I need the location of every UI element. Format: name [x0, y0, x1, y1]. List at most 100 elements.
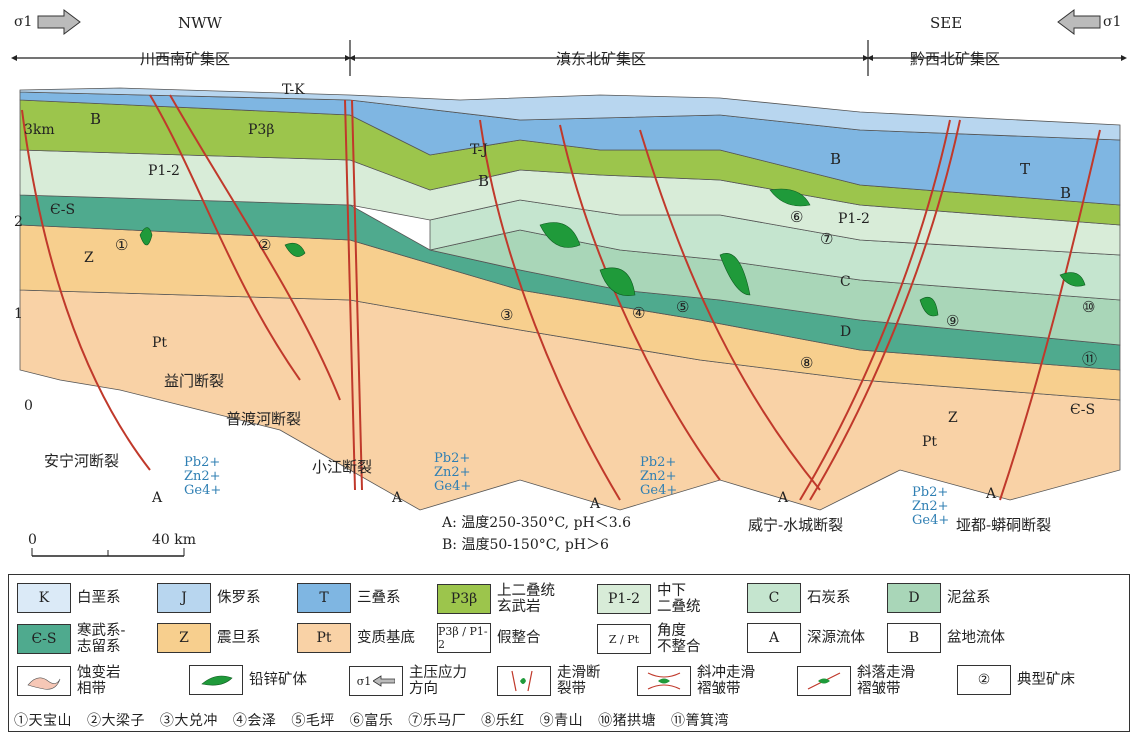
- legend-item-unconformity: Z / Pt 角度 不整合: [597, 623, 701, 655]
- region-extents: [11, 40, 1127, 76]
- legend-item-oblique-normal: 斜落走滑 褶皱带: [797, 665, 915, 697]
- svg-text:σ1: σ1: [1103, 14, 1121, 30]
- direction-left: NWW: [178, 14, 223, 32]
- svg-text:益门断裂: 益门断裂: [164, 372, 224, 390]
- svg-text:垭都-蟒硐断裂: 垭都-蟒硐断裂: [956, 516, 1051, 534]
- svg-text:⑦: ⑦: [820, 230, 833, 248]
- legend-item-t: T 三叠系: [297, 583, 401, 613]
- note-a: A: 温度250-350°C, pH＜3.6: [441, 515, 631, 531]
- deposit-item: ④会泽: [232, 713, 277, 729]
- region-right: 黔西北矿集区: [910, 50, 1000, 68]
- svg-text:B: B: [478, 172, 489, 190]
- legend-item-ore: 铅锌矿体: [189, 665, 307, 695]
- svg-text:Zn2+: Zn2+: [434, 465, 471, 480]
- alteration-swatch: [17, 666, 71, 696]
- svg-text:A: A: [391, 490, 403, 506]
- legend: K 白垩系 J 侏罗系 T 三叠系 P3β 上二叠统 玄武岩 P1-2 中下 二…: [8, 574, 1130, 732]
- deposit-item: ①天宝山: [14, 713, 72, 729]
- svg-text:3km: 3km: [24, 122, 55, 138]
- ore-body: [1059, 272, 1086, 287]
- cross-section: σ1 σ1 NWW SEE 川西南矿集区 滇东北矿集区 黔西北矿集区: [11, 9, 1127, 557]
- ore-swatch: [189, 665, 243, 695]
- legend-item-oblique-thrust: 斜冲走滑 褶皱带: [637, 665, 755, 697]
- ore-body: [284, 242, 306, 257]
- deposit-item: ⑥富乐: [349, 713, 394, 729]
- svg-text:Zn2+: Zn2+: [184, 469, 221, 484]
- unit-labels: B P3β P1-2 Є-S Z Pt T-K T-J B B T B P1-2…: [50, 82, 1095, 450]
- svg-text:小江断裂: 小江断裂: [312, 458, 372, 476]
- svg-text:T-J: T-J: [470, 142, 488, 158]
- svg-text:Pb2+: Pb2+: [184, 455, 220, 470]
- ion-labels: Pb2+ Zn2+ Ge4+ Pb2+ Zn2+ Ge4+ Pb2+ Zn2+ …: [184, 451, 949, 528]
- deposit-item: ⑪箐箕湾: [671, 713, 730, 729]
- deposit-item: ⑤毛坪: [291, 713, 335, 729]
- svg-text:⑨: ⑨: [946, 312, 959, 330]
- deposit-markers: ① ② ③ ④ ⑤ ⑥ ⑦ ⑧ ⑨ ⑩ ⑪: [115, 208, 1097, 372]
- svg-text:Pb2+: Pb2+: [912, 485, 948, 500]
- legend-item-stress: σ1 主压应力 方向: [349, 665, 467, 697]
- deposit-item: ⑧乐红: [481, 713, 525, 729]
- direction-right: SEE: [930, 14, 962, 32]
- note-b: B: 温度50-150°C, pH＞6: [442, 537, 609, 553]
- stress-right: σ1: [1057, 9, 1121, 35]
- ore-body: [719, 253, 751, 296]
- svg-text:D: D: [840, 324, 851, 340]
- svg-text:Pt: Pt: [152, 335, 167, 351]
- svg-text:Pt: Pt: [922, 434, 937, 450]
- svg-text:Є-S: Є-S: [1070, 402, 1095, 418]
- deposit-item: ⑨青山: [539, 713, 584, 729]
- svg-text:①: ①: [115, 236, 128, 254]
- svg-text:Ge4+: Ge4+: [434, 479, 471, 494]
- svg-text:④: ④: [632, 304, 645, 322]
- stress-swatch: σ1: [349, 666, 403, 696]
- svg-text:Ge4+: Ge4+: [912, 513, 949, 528]
- fault-names: 安宁河断裂 益门断裂 普渡河断裂 小江断裂 威宁-水城断裂 垭都-蟒硐断裂: [44, 372, 1051, 534]
- faults: [21, 94, 1101, 501]
- legend-item-deep-fluid: A 深源流体: [747, 623, 865, 653]
- svg-text:③: ③: [500, 306, 513, 324]
- svg-text:Pb2+: Pb2+: [640, 455, 676, 470]
- scale-bar: 0 40 km: [28, 532, 196, 557]
- stress-left: σ1: [14, 9, 81, 35]
- svg-text:P3β: P3β: [248, 122, 274, 138]
- svg-text:⑪: ⑪: [1082, 350, 1097, 368]
- region-left: 川西南矿集区: [140, 50, 230, 68]
- svg-text:Z: Z: [84, 250, 94, 266]
- svg-text:Ge4+: Ge4+: [184, 483, 221, 498]
- legend-item-alteration: 蚀变岩 相带: [17, 665, 121, 697]
- svg-text:0: 0: [28, 532, 37, 548]
- deposit-item: ③大兑冲: [159, 713, 218, 729]
- svg-text:Є-S: Є-S: [50, 202, 75, 218]
- svg-text:⑥: ⑥: [790, 208, 803, 226]
- svg-text:B: B: [1060, 184, 1071, 202]
- svg-text:Ge4+: Ge4+: [640, 483, 677, 498]
- svg-text:1: 1: [14, 306, 23, 322]
- svg-text:σ1: σ1: [14, 14, 32, 30]
- legend-item-disconformity: P3β / P1-2 假整合: [437, 623, 541, 653]
- ore-body: [599, 267, 636, 297]
- svg-text:A: A: [589, 496, 601, 512]
- svg-text:Z: Z: [948, 410, 958, 426]
- svg-text:B: B: [830, 150, 841, 168]
- svg-text:T-K: T-K: [282, 82, 305, 98]
- svg-text:威宁-水城断裂: 威宁-水城断裂: [748, 516, 843, 534]
- svg-text:A: A: [151, 490, 163, 506]
- oblique-thrust-swatch: [637, 666, 691, 696]
- svg-text:P1-2: P1-2: [148, 163, 180, 179]
- legend-item-pt: Pt 变质基底: [297, 623, 415, 653]
- ore-body: [919, 296, 939, 317]
- ore-body: [139, 227, 153, 246]
- layer-j: [19, 87, 1121, 141]
- section-layers: [19, 87, 1121, 511]
- svg-text:⑧: ⑧: [800, 354, 813, 372]
- legend-item-k: K 白垩系: [17, 583, 121, 613]
- svg-text:A: A: [985, 486, 997, 502]
- legend-item-d: D 泥盆系: [887, 583, 991, 613]
- svg-text:2: 2: [14, 214, 23, 230]
- svg-text:Zn2+: Zn2+: [912, 499, 949, 514]
- svg-text:40 km: 40 km: [152, 532, 196, 548]
- ore-body: [539, 222, 581, 248]
- strike-slip-swatch: [497, 666, 551, 696]
- svg-text:P1-2: P1-2: [838, 211, 870, 227]
